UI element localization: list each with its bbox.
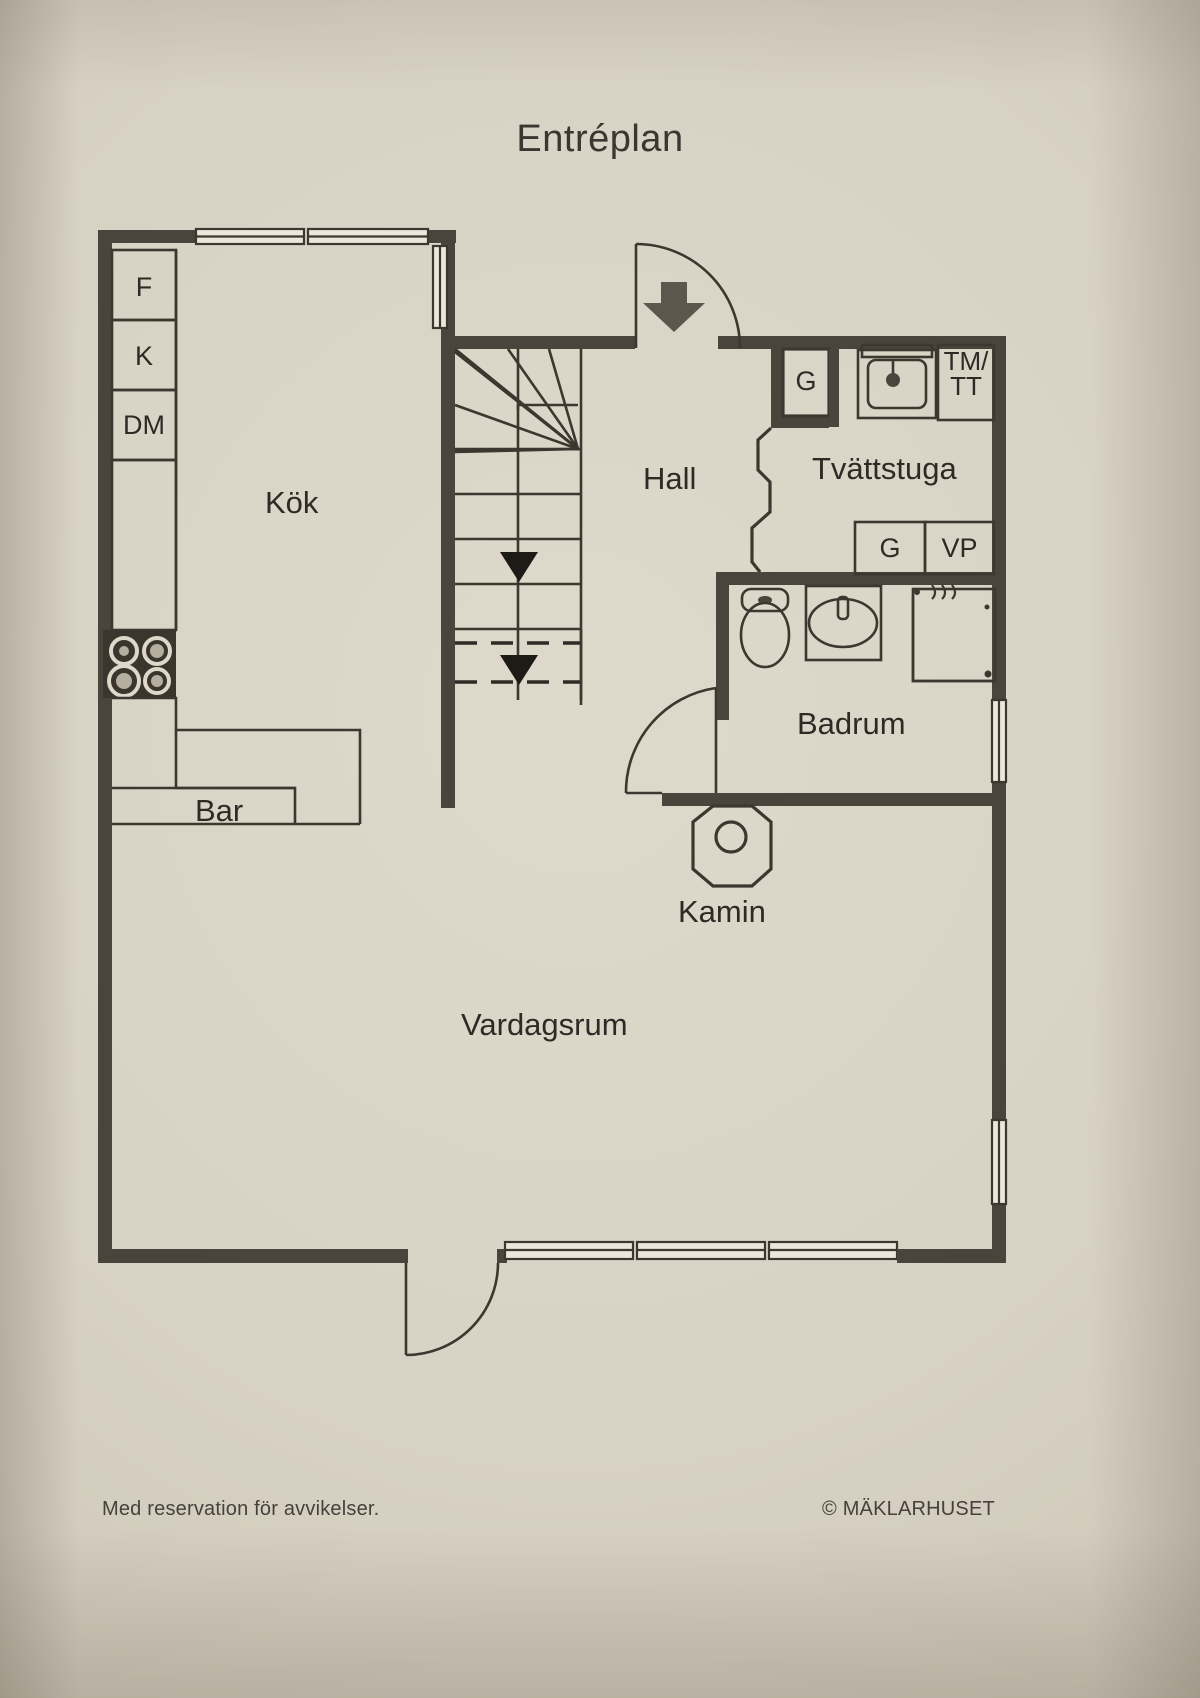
room-label-tvattstuga: Tvättstuga [812,451,957,486]
wall-exterior-left [98,230,112,1262]
stair-down-arrow-2 [500,655,538,685]
room-label-vardagsrum: Vardagsrum [461,1007,628,1042]
fixture-label-freezer: K [134,341,153,371]
staircase [454,347,583,705]
wall-exterior-bottom-stub [497,1249,507,1263]
washer-dryer-box [936,343,996,422]
room-label-hall: Hall [643,461,697,496]
door-entrance-top [634,242,742,349]
room-label-bar: Bar [195,793,244,828]
entry-direction-arrow [643,282,705,332]
door-entrance-bottom [404,1262,500,1357]
kitchen-counter-lower [112,696,362,826]
wall-kitchen-stair [441,243,455,808]
fixture-label-laundry-closet: G [795,366,817,396]
fixture-label-fridge: F [135,272,153,302]
toilet [739,587,791,669]
footer-disclaimer: Med reservation för avvikelser. [102,1498,380,1520]
room-label-kamin: Kamin [678,894,766,929]
page-title: Entréplan [516,118,684,160]
wall-hall-top-left [455,336,635,349]
door-bathroom [624,686,718,795]
washer-dryer-unit [856,343,938,420]
washbasin [804,584,883,662]
fixture-label-dishwasher: DM [123,410,165,440]
room-label-kok: Kök [265,485,319,520]
fixture-label-bath-closet: G [879,533,901,563]
wall-exterior-bottom-right [897,1249,1006,1263]
stove [103,630,176,698]
wall-bathroom-bottom [662,793,1006,806]
stair-down-arrow-1 [500,552,538,582]
room-label-badrum: Badrum [797,706,906,741]
wall-bathroom-left [716,572,729,720]
window-top-group [194,227,430,246]
fixture-label-heat-pump: VP [941,533,978,563]
wall-hall-laundry-angled [750,426,773,573]
wall-exterior-bottom-left [98,1249,408,1263]
wall-hall-top-right [718,336,778,349]
footer-copyright: © MÄKLARHUSET [822,1498,995,1520]
bathroom-upper-cabinets [853,520,996,576]
window-stairwall [431,244,449,330]
fixture-label-washer-dryer: TM/TT [943,346,989,401]
fireplace-kamin [691,804,773,888]
wall-exterior-top-right [428,230,456,243]
window-bottom-group [503,1240,899,1261]
shower [911,584,997,683]
kitchen-cabinets [110,248,178,632]
wall-exterior-top-left [98,230,198,243]
window-right-group [990,698,1008,1206]
laundry-closet-g [771,347,839,428]
